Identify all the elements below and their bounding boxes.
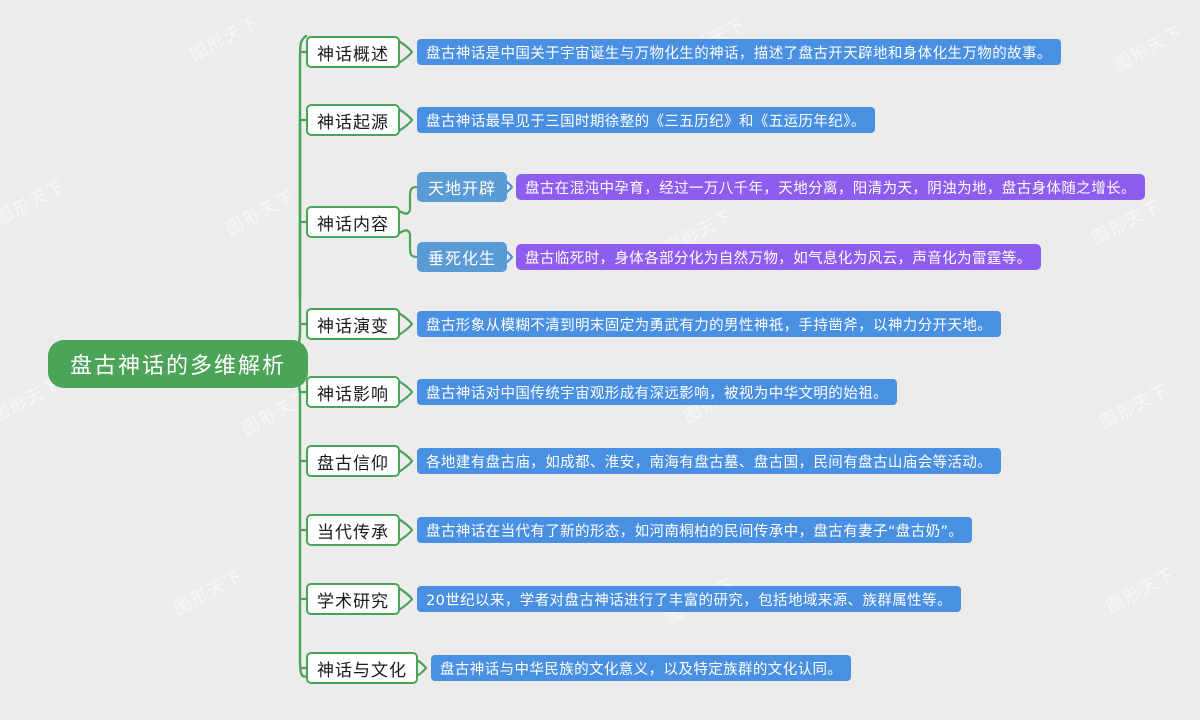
watermark: 图形天下: [186, 12, 264, 66]
leaf-node-3-1[interactable]: 盘古在混沌中孕育，经过一万八千年，天地分离，阳清为天，阴浊为地，盘古身体随之增长…: [516, 174, 1145, 200]
branch-node-2[interactable]: 神话起源: [306, 104, 400, 136]
branch-node-8[interactable]: 学术研究: [306, 583, 400, 615]
branch-node-7[interactable]: 当代传承: [306, 514, 400, 546]
leaf-node-3-2[interactable]: 盘古临死时，身体各部分化为自然万物，如气息化为风云，声音化为雷霆等。: [516, 244, 1041, 270]
branch-node-label: 神话内容: [317, 214, 389, 235]
branch-node-label: 当代传承: [317, 522, 389, 543]
leaf-node-9[interactable]: 盘古神话与中华民族的文化意义，以及特定族群的文化认同。: [431, 655, 852, 681]
leaf-node-text: 盘古神话是中国关于宇宙诞生与万物化生的神话，描述了盘古开天辟地和身体化生万物的故…: [426, 45, 1052, 62]
leaf-node-text: 盘古神话最早见于三国时期徐整的《三五历纪》和《五运历年纪》。: [426, 113, 866, 130]
leaf-node-8[interactable]: 20世纪以来，学者对盘古神话进行了丰富的研究，包括地域来源、族群属性等。: [417, 586, 961, 612]
watermark: 图形天下: [1088, 196, 1166, 250]
leaf-node-2[interactable]: 盘古神话最早见于三国时期徐整的《三五历纪》和《五运历年纪》。: [417, 107, 875, 133]
watermark: 图形天下: [170, 566, 248, 620]
watermark: 图形天下: [1102, 564, 1180, 618]
branch-node-1[interactable]: 神话概述: [306, 36, 400, 68]
sub-node-label: 天地开辟: [428, 179, 497, 198]
leaf-node-text: 盘古神话对中国传统宇宙观形成有深远影响，被视为中华文明的始祖。: [426, 385, 888, 402]
sub-node-3-1[interactable]: 天地开辟: [417, 172, 508, 202]
watermark: 图形天下: [222, 186, 300, 240]
leaf-node-text: 盘古神话在当代有了新的形态，如河南桐柏的民间传承中，盘古有妻子“盘古奶”。: [426, 523, 964, 540]
branch-node-label: 神话起源: [317, 112, 389, 133]
watermark: 图形天下: [238, 386, 316, 440]
leaf-node-7[interactable]: 盘古神话在当代有了新的形态，如河南桐柏的民间传承中，盘古有妻子“盘古奶”。: [417, 517, 973, 543]
branch-node-5[interactable]: 神话影响: [306, 376, 400, 408]
branch-node-6[interactable]: 盘古信仰: [306, 445, 400, 477]
watermark: 图形天下: [1096, 380, 1174, 434]
leaf-node-1[interactable]: 盘古神话是中国关于宇宙诞生与万物化生的神话，描述了盘古开天辟地和身体化生万物的故…: [417, 39, 1061, 65]
leaf-node-text: 各地建有盘古庙，如成都、淮安，南海有盘古墓、盘古国，民间有盘古山庙会等活动。: [426, 454, 993, 471]
branch-node-label: 神话演变: [317, 316, 389, 337]
branch-node-label: 神话影响: [317, 384, 389, 405]
root-node[interactable]: 盘古神话的多维解析: [48, 340, 309, 388]
leaf-node-text: 盘古在混沌中孕育，经过一万八千年，天地分离，阳清为天，阴浊为地，盘古身体随之增长…: [525, 180, 1136, 197]
branch-node-9[interactable]: 神话与文化: [306, 652, 418, 684]
branch-node-label: 学术研究: [317, 591, 389, 612]
leaf-node-5[interactable]: 盘古神话对中国传统宇宙观形成有深远影响，被视为中华文明的始祖。: [417, 379, 897, 405]
branch-node-label: 神话与文化: [317, 660, 407, 681]
branch-node-label: 盘古信仰: [317, 453, 389, 474]
watermark: 图形天下: [0, 176, 70, 230]
branch-node-label: 神话概述: [317, 44, 389, 65]
leaf-node-text: 盘古临死时，身体各部分化为自然万物，如气息化为风云，声音化为雷霆等。: [525, 250, 1032, 267]
leaf-node-text: 20世纪以来，学者对盘古神话进行了丰富的研究，包括地域来源、族群属性等。: [426, 592, 952, 609]
leaf-node-6[interactable]: 各地建有盘古庙，如成都、淮安，南海有盘古墓、盘古国，民间有盘古山庙会等活动。: [417, 448, 1002, 474]
branch-node-4[interactable]: 神话演变: [306, 308, 400, 340]
leaf-node-4[interactable]: 盘古形象从模糊不清到明末固定为勇武有力的男性神祇，手持凿斧，以神力分开天地。: [417, 311, 1002, 337]
sub-node-label: 垂死化生: [428, 249, 497, 268]
watermark: 图形天下: [1110, 22, 1188, 76]
root-node-label: 盘古神话的多维解析: [70, 354, 287, 379]
leaf-node-text: 盘古形象从模糊不清到明末固定为勇武有力的男性神祇，手持凿斧，以神力分开天地。: [426, 317, 993, 334]
branch-node-3[interactable]: 神话内容: [306, 206, 400, 238]
sub-node-3-2[interactable]: 垂死化生: [417, 242, 508, 272]
leaf-node-text: 盘古神话与中华民族的文化意义，以及特定族群的文化认同。: [440, 661, 843, 678]
